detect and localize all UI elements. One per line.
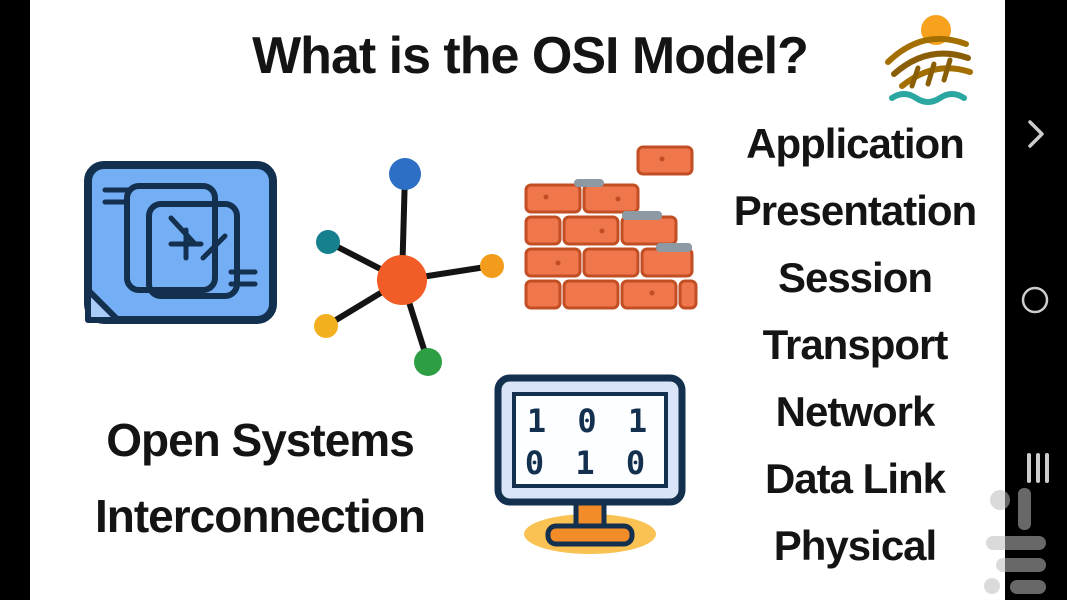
- network-hub-svg: [314, 158, 504, 376]
- watermark-logo-icon: [984, 488, 1046, 594]
- vertical-bars-icon: [1027, 453, 1049, 483]
- slide-content: What is the OSI Model?: [30, 0, 1005, 600]
- osi-full-name: Open Systems Interconnection: [50, 402, 470, 554]
- brick-wall-svg: [524, 145, 698, 310]
- osi-full-name-line1: Open Systems: [106, 414, 415, 466]
- osi-layer-network: Network: [775, 387, 936, 435]
- network-hub-icon: [300, 150, 515, 385]
- sun-field-logo: [878, 10, 978, 110]
- osi-layer-presentation: Presentation: [733, 186, 977, 234]
- binary-monitor-svg: 1 0 1 0 1 0: [494, 374, 686, 554]
- binary-monitor-icon: 1 0 1 0 1 0: [488, 372, 693, 562]
- osi-layer-list: Application Presentation Session Transpo…: [695, 110, 1015, 579]
- osi-layer-physical: Physical: [773, 521, 937, 569]
- letterbox-left: [0, 0, 30, 600]
- blueprint-schematic-svg: [84, 161, 277, 324]
- sun-field-logo-icon: [885, 15, 973, 105]
- nav-home-button[interactable]: [1020, 285, 1050, 315]
- blueprint-schematic-icon: [83, 160, 278, 325]
- osi-full-name-line2: Interconnection: [94, 490, 426, 542]
- osi-layer-data-link: Data Link: [764, 454, 946, 502]
- binary-line-1: 1 0 1: [527, 402, 653, 440]
- nav-back-button[interactable]: [1022, 116, 1050, 152]
- brick-wall-icon: [522, 143, 702, 331]
- binary-line-2: 0 1 0: [525, 444, 651, 482]
- page-title: What is the OSI Model?: [252, 27, 809, 85]
- nav-bar: [1005, 0, 1067, 600]
- osi-layer-application: Application: [746, 119, 965, 167]
- osi-layer-transport: Transport: [762, 320, 949, 368]
- chevron-right-icon: [1028, 120, 1044, 148]
- nav-recents-button[interactable]: [1024, 450, 1052, 486]
- osi-layer-session: Session: [777, 253, 933, 301]
- watermark-logo: [978, 486, 1064, 598]
- circle-outline-icon: [1021, 286, 1049, 314]
